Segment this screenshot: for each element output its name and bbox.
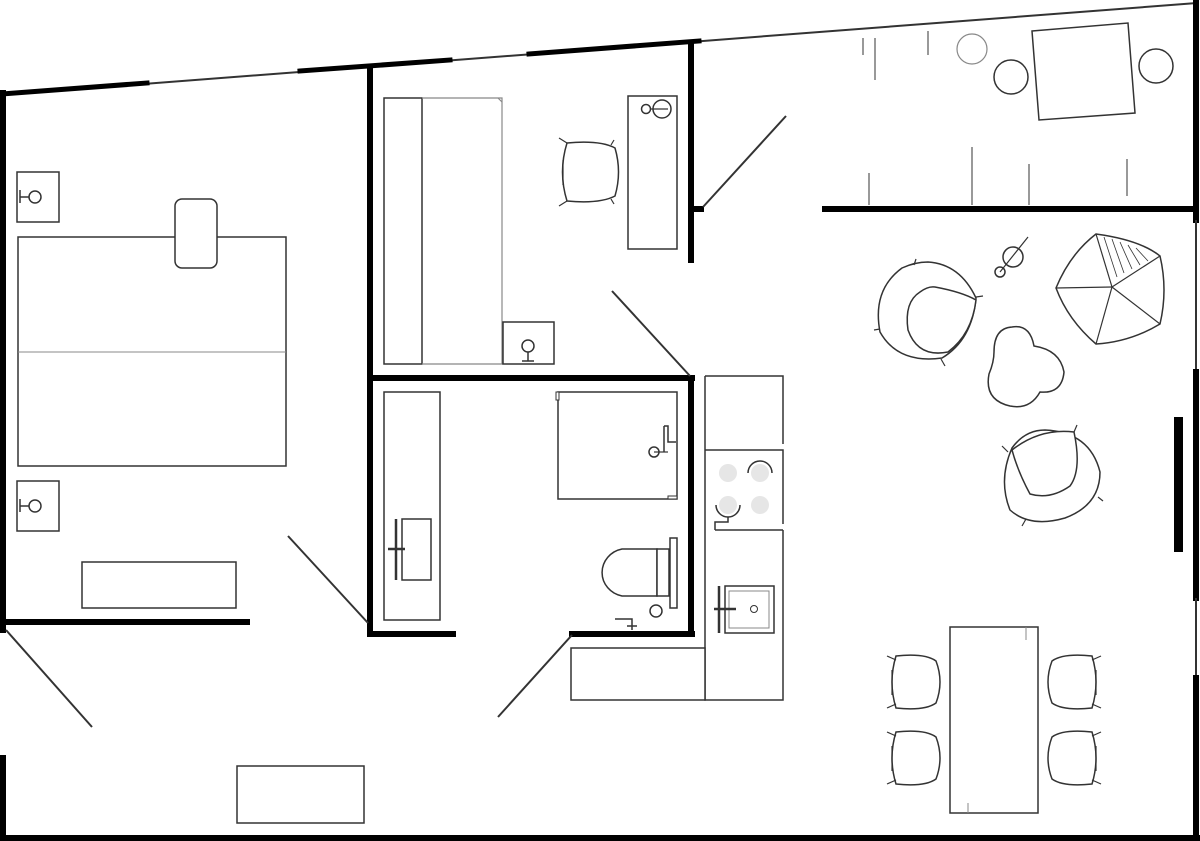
desk: [627, 95, 678, 250]
dining-table: [949, 626, 1039, 814]
sofa-bed-outline: [422, 97, 503, 365]
bedroom: [16, 171, 287, 609]
top-wall-segment-2: [297, 57, 453, 74]
wall-stub-study: [691, 206, 704, 212]
stove-burner-icon: [751, 464, 769, 482]
vanity-counter: [383, 391, 441, 621]
lamp-icon: [28, 190, 42, 204]
dining-chair: [886, 654, 941, 710]
kitchen-counter: [704, 375, 784, 701]
plant-pot: [956, 33, 988, 65]
lamp-icon: [28, 499, 42, 513]
coffee-table: [987, 325, 1065, 408]
interior-walls: [0, 40, 1199, 637]
sink-drain: [750, 605, 758, 613]
stove-burner-icon: [719, 496, 737, 514]
dining-chair: [1047, 730, 1102, 786]
door-swing-icon: [5, 629, 93, 728]
dresser: [81, 561, 237, 609]
door-swing-icon: [497, 634, 573, 718]
hallway: [236, 765, 365, 824]
shower-door-edge: [667, 495, 678, 500]
armchair: [873, 258, 984, 367]
dining-chair: [1047, 654, 1102, 710]
bidet-tap-icon: [615, 618, 637, 630]
floor-drain: [649, 604, 663, 618]
sofa-bed-cap: [497, 97, 503, 103]
shoe-cabinet: [236, 765, 365, 824]
top-wall-segment-1: [0, 80, 150, 97]
balcony-stool: [993, 59, 1029, 95]
shower-tap-icon: [664, 425, 676, 443]
bed-pillow: [174, 198, 218, 269]
dining-chair: [886, 730, 941, 786]
floor-lamp-arm: [999, 236, 1029, 273]
range-knob: [714, 517, 729, 530]
stove-burner-icon: [719, 464, 737, 482]
armchair: [1001, 424, 1104, 527]
door-swing-icon: [702, 115, 787, 208]
top-wall-segment-3: [526, 38, 702, 57]
desk-item: [640, 103, 652, 115]
range-hood-arc: [747, 460, 773, 474]
doors: [5, 115, 787, 728]
tv-wall-panel: [1174, 417, 1183, 552]
kitchen: [570, 375, 784, 701]
living-room: [873, 233, 1165, 814]
balcony-stool: [1138, 48, 1174, 84]
door-swing-icon: [287, 535, 369, 624]
sink-icon: [401, 518, 432, 581]
desk-chair: [558, 137, 620, 207]
lamp-icon: [521, 339, 535, 353]
study: [383, 95, 678, 365]
petal-chair: [1055, 233, 1165, 345]
kitchen-return-counter: [570, 647, 706, 701]
bathroom: [383, 391, 678, 630]
balcony-table: [1031, 22, 1136, 121]
stove-burner-icon: [751, 496, 769, 514]
shower-tap-bar: [555, 391, 560, 401]
shower: [557, 391, 678, 500]
balcony: [862, 22, 1174, 205]
toilet-icon: [601, 537, 678, 609]
door-swing-icon: [611, 290, 691, 377]
wardrobe: [383, 97, 423, 365]
